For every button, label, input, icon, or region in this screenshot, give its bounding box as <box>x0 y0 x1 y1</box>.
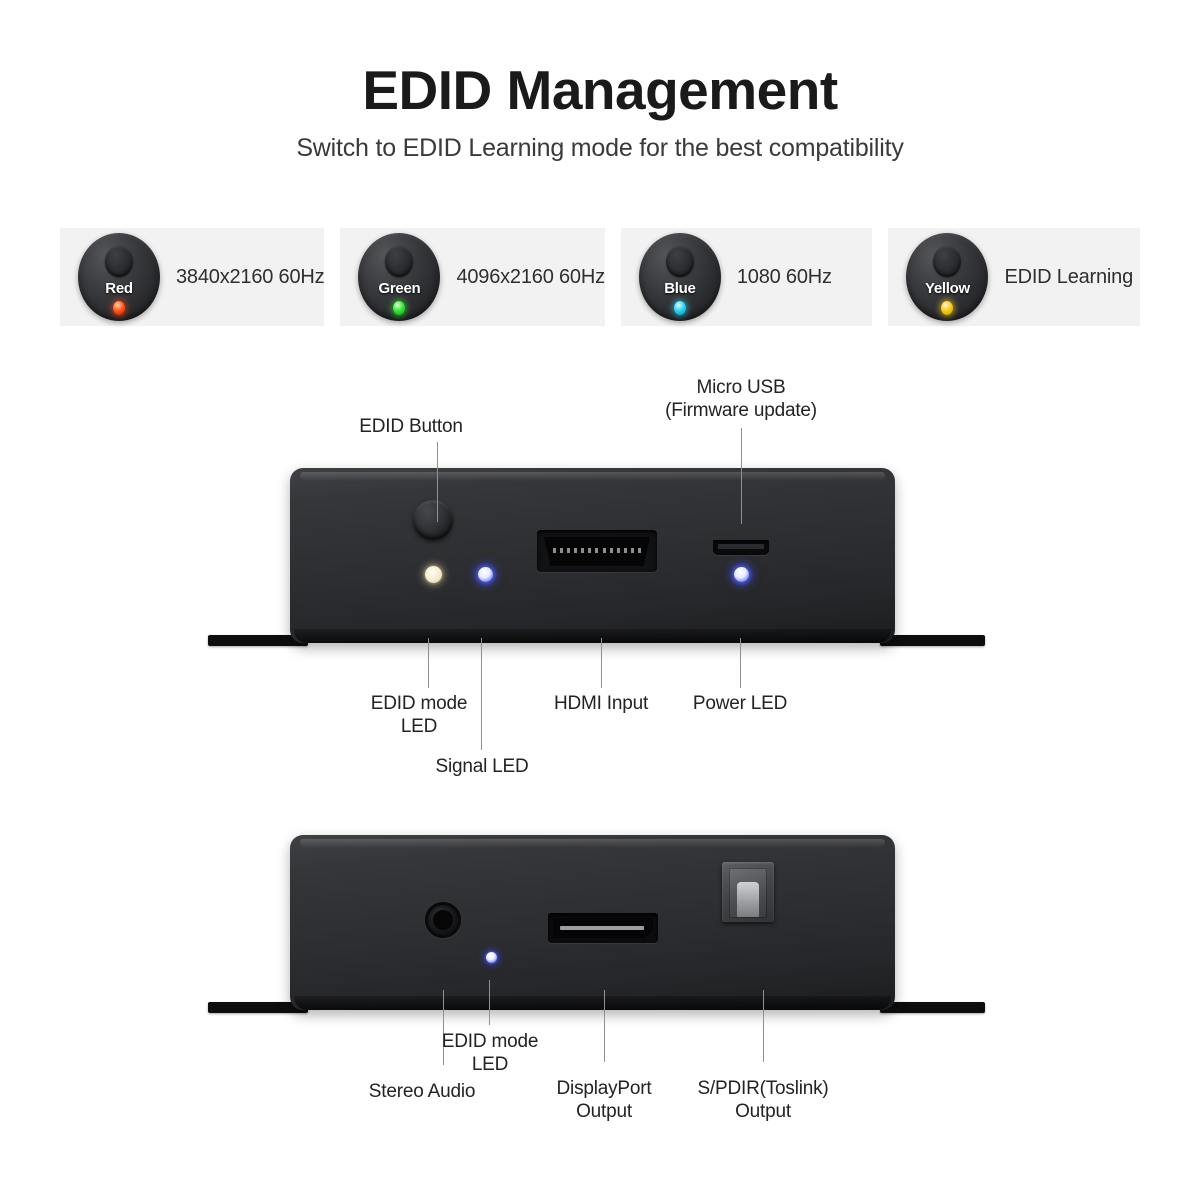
callout-hdmi-input: HDMI Input <box>553 693 649 714</box>
legend-description: 3840x2160 60Hz <box>176 265 325 288</box>
edid-knob-icon: Yellow <box>906 233 989 321</box>
hdmi-input-port[interactable] <box>537 530 657 572</box>
hdmi-pins <box>553 548 641 553</box>
legend-description: 4096x2160 60Hz <box>456 265 605 288</box>
displayport-output[interactable] <box>548 913 658 943</box>
legend-color-name: Blue <box>664 280 696 297</box>
legend-led-indicator <box>393 301 406 315</box>
callout-edid-mode-led: EDID mode LED <box>441 1031 539 1076</box>
leader-edid-button <box>437 442 438 522</box>
edid-knob-icon: Blue <box>638 233 721 321</box>
micro-usb-port[interactable] <box>713 540 769 555</box>
knob-button-icon <box>105 246 133 277</box>
device-chassis-front <box>290 468 895 643</box>
callout-spdif-output: S/PDIR(Toslink) Output <box>697 1078 829 1123</box>
legend-color-name: Green <box>378 280 421 297</box>
page-subtitle: Switch to EDID Learning mode for the bes… <box>296 133 904 162</box>
legend-description: EDID Learning <box>1004 265 1134 288</box>
legend-led-indicator <box>941 301 954 315</box>
knob-button-icon <box>933 246 962 277</box>
legend-description: 1080 60Hz <box>736 265 832 288</box>
knob-button-icon <box>385 246 414 277</box>
spdif-toslink-output[interactable] <box>722 862 774 922</box>
edid-knob-icon: Red <box>78 233 160 321</box>
edid-mode-led <box>486 952 497 963</box>
callout-signal-led: Signal LED <box>435 756 529 777</box>
signal-led <box>478 567 493 582</box>
front-panel-diagram: EDID Button Micro USB (Firmware update) … <box>0 370 1200 790</box>
leader-spdif-output <box>763 990 764 1062</box>
legend-color-name: Red <box>105 280 133 297</box>
page-title: EDID Management <box>362 59 838 121</box>
legend-led-indicator <box>113 301 125 315</box>
callout-displayport-output: DisplayPort Output <box>556 1078 652 1123</box>
edid-knob-icon: Green <box>358 233 441 321</box>
device-chassis-back <box>290 835 895 1010</box>
knob-button-icon <box>665 246 694 277</box>
leader-stereo-audio <box>443 990 444 1065</box>
callout-power-led: Power LED <box>692 693 788 714</box>
legend-item-yellow: Yellow EDID Learning <box>888 228 1140 326</box>
displayport-contact-bar <box>560 926 644 930</box>
leader-hdmi-input <box>601 638 602 688</box>
callout-edid-button: EDID Button <box>359 416 463 437</box>
legend-item-red: Red 3840x2160 60Hz <box>60 228 325 326</box>
led-color-legend: Red 3840x2160 60Hz Green 4096x2160 60Hz … <box>60 228 1140 326</box>
edid-mode-led <box>425 566 442 583</box>
mounting-flange-right <box>880 635 985 646</box>
callout-stereo-audio: Stereo Audio <box>368 1081 476 1102</box>
header: EDID Management Switch to EDID Learning … <box>0 0 1200 163</box>
edid-button[interactable] <box>413 500 453 540</box>
leader-micro-usb <box>741 428 742 524</box>
mounting-flange-left <box>208 1002 308 1013</box>
legend-led-indicator <box>673 301 686 315</box>
leader-displayport-output <box>604 990 605 1062</box>
callout-edid-mode-led: EDID mode LED <box>370 693 468 738</box>
mounting-flange-right <box>880 1002 985 1013</box>
power-led <box>734 567 749 582</box>
callout-micro-usb: Micro USB (Firmware update) <box>665 377 817 422</box>
leader-edid-mode-led <box>489 980 490 1025</box>
leader-edid-mode-led <box>428 638 429 688</box>
legend-item-blue: Blue 1080 60Hz <box>620 228 873 326</box>
legend-color-name: Yellow <box>924 280 970 297</box>
back-panel-diagram: Stereo Audio EDID mode LED DisplayPort O… <box>0 790 1200 1190</box>
stereo-audio-jack[interactable] <box>425 902 461 938</box>
leader-power-led <box>740 638 741 688</box>
legend-item-green: Green 4096x2160 60Hz <box>340 228 605 326</box>
mounting-flange-left <box>208 635 308 646</box>
leader-signal-led <box>481 638 482 750</box>
